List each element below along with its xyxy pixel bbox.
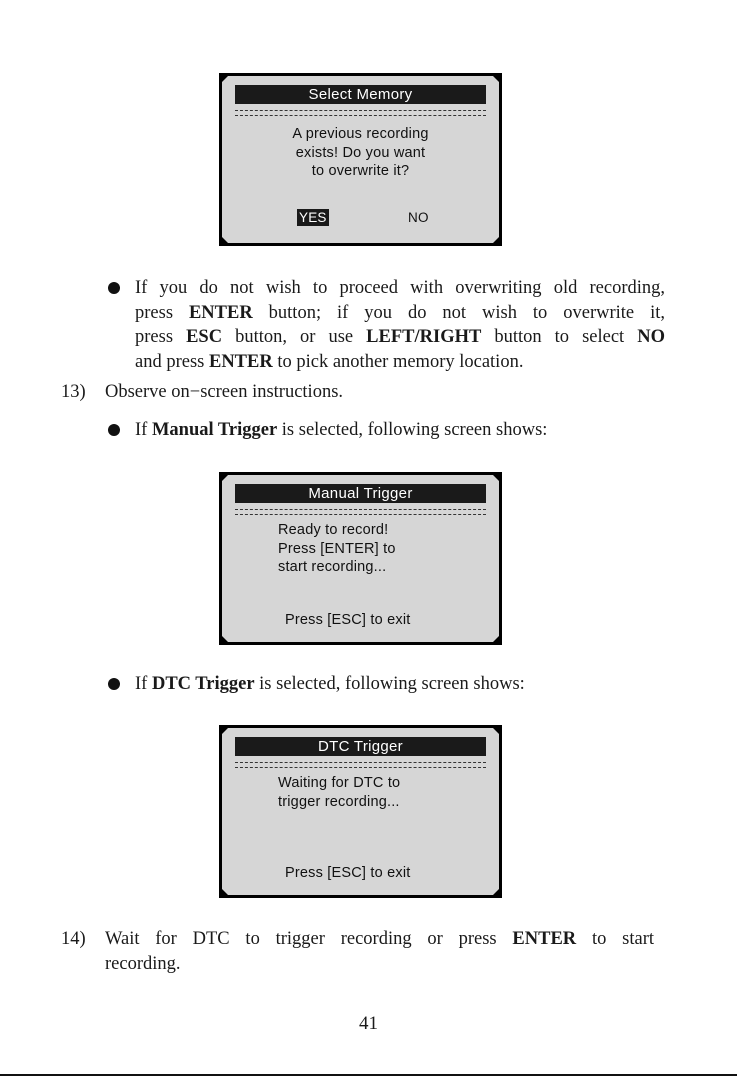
bullet-dot [108, 282, 120, 294]
step-13-text: Observe on−screen instructions. [105, 382, 344, 402]
screen-title: Select Memory [235, 85, 486, 104]
screen-title: DTC Trigger [235, 737, 486, 756]
bullet-dtc-trigger: If DTC Trigger is selected, following sc… [135, 674, 525, 694]
text-line: If you do not wish to proceed with overw… [135, 278, 665, 298]
manual-trigger-screen: Manual Trigger Ready to record! Press [E… [219, 472, 502, 645]
dashed-divider [235, 509, 486, 515]
screen-message-line-3: start recording... [278, 559, 387, 575]
text-line: recording. [105, 953, 181, 974]
screen-message-line-3: to overwrite it? [311, 163, 410, 179]
text-line: press ESC button, or use LEFT/RIGHT butt… [135, 327, 665, 347]
exit-hint: Press [ESC] to exit [285, 612, 411, 628]
screen-message-line-2: trigger recording... [278, 793, 400, 810]
page-number: 41 [359, 1013, 378, 1034]
select-memory-screen: Select Memory A previous recording exist… [219, 73, 502, 246]
screen-message-line-2: exists! Do you want [295, 144, 426, 161]
bullet-dot [108, 424, 120, 436]
screen-title: Manual Trigger [235, 484, 486, 503]
lcd-display: DTC Trigger Waiting for DTC to trigger r… [222, 728, 499, 895]
step-number: 14) [61, 929, 86, 949]
step-number: 13) [61, 382, 86, 402]
dashed-divider [235, 762, 486, 768]
text-line: press ENTER button; if you do not wish t… [135, 302, 665, 323]
screen-message-line-2: Press [ENTER] to [278, 540, 396, 557]
text-line: Wait for DTC to trigger recording or pre… [105, 929, 655, 949]
screen-message-line-1: Waiting for DTC to [278, 775, 401, 791]
text-line: and press ENTER to pick another memory l… [135, 351, 524, 372]
yes-option[interactable]: YES [299, 210, 327, 225]
exit-hint: Press [ESC] to exit [285, 865, 411, 881]
lcd-display: Manual Trigger Ready to record! Press [E… [222, 475, 499, 642]
dashed-divider [235, 110, 486, 116]
dtc-trigger-screen: DTC Trigger Waiting for DTC to trigger r… [219, 725, 502, 898]
lcd-display: Select Memory A previous recording exist… [222, 76, 499, 243]
bullet-manual-trigger: If Manual Trigger is selected, following… [135, 420, 548, 440]
bullet-dot [108, 678, 120, 690]
screen-message-line-1: Ready to record! [278, 522, 389, 538]
screen-message-line-1: A previous recording [292, 126, 429, 142]
bullet-paragraph-overwrite: If you do not wish to proceed with overw… [135, 276, 665, 374]
step-14-text: Wait for DTC to trigger recording or pre… [105, 927, 654, 976]
no-option[interactable]: NO [408, 210, 429, 225]
footer-rule [0, 1074, 737, 1076]
